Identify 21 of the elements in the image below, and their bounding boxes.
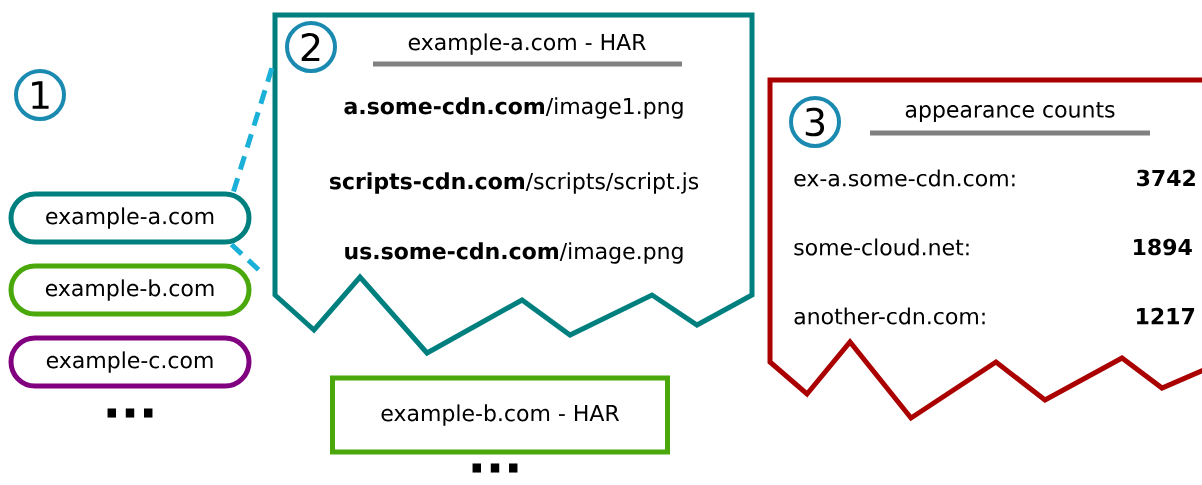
domain-pill: example-b.com xyxy=(8,263,252,317)
count-number: 1217 xyxy=(1137,307,1195,325)
url-text: scripts-cdn.com/scripts/script.js xyxy=(329,172,699,194)
callout-number: 3 xyxy=(789,96,841,148)
domain-text: ex-a.some-cdn.com: xyxy=(794,169,1015,187)
domain-pill: example-a.com xyxy=(8,191,252,245)
url-text: a.some-cdn.com/image1.png xyxy=(344,97,683,119)
har-title: example-a.com - HAR xyxy=(408,33,646,55)
domain-text: some-cloud.net: xyxy=(794,238,969,256)
callout-number: 1 xyxy=(14,69,66,121)
ellipsis: ... xyxy=(107,408,153,418)
ellipsis: ... xyxy=(472,463,518,473)
zoom-line xyxy=(231,66,275,193)
domain-text: another-cdn.com: xyxy=(794,307,985,325)
url-text: us.some-cdn.com/image.png xyxy=(345,242,683,264)
count-number: 3742 xyxy=(1137,169,1195,187)
har-box: example-b.com - HAR xyxy=(330,375,670,455)
callout-number: 2 xyxy=(285,21,337,73)
counts-title: appearance counts xyxy=(905,102,1115,122)
count-number: 1894 xyxy=(1134,238,1192,256)
domain-pill: example-c.com xyxy=(8,335,252,389)
